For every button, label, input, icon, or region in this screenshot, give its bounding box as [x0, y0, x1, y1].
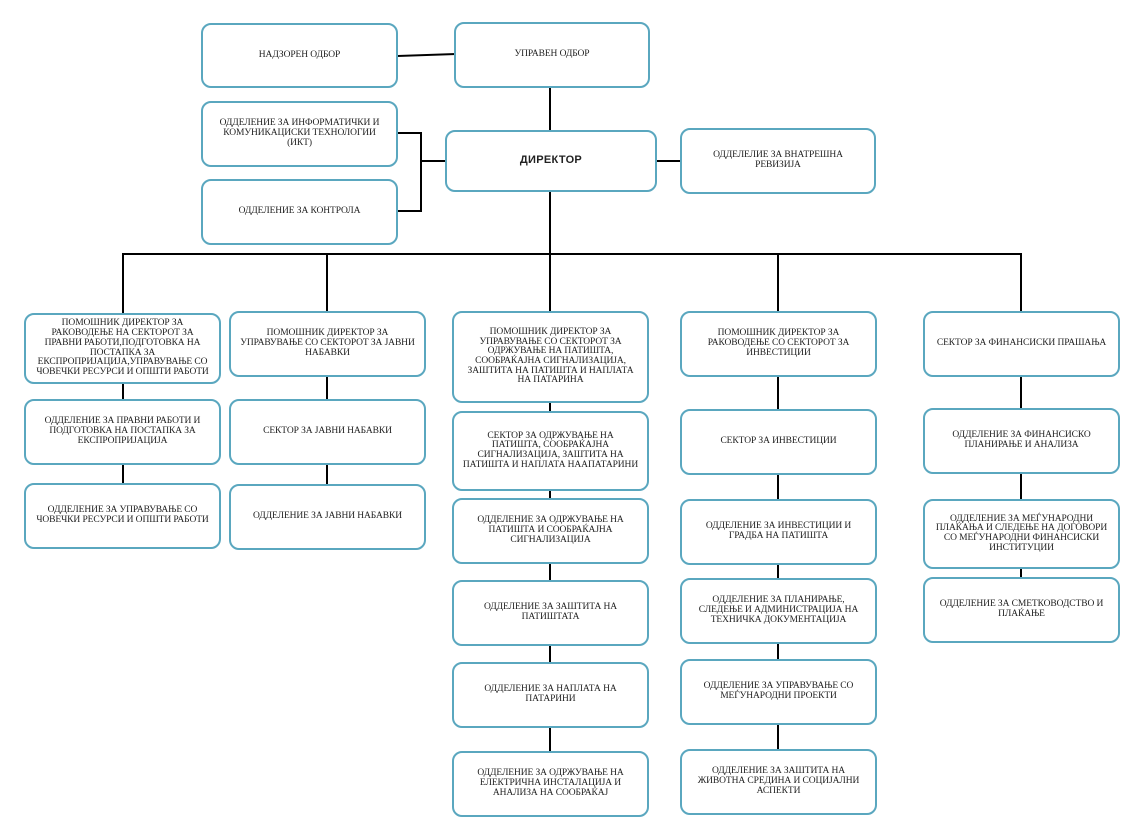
col4-item-label: ОДДЕЛЕНИЕ ЗА ИНВЕСТИЦИИ И ГРАДБА НА ПАТИ… — [705, 521, 852, 541]
col1-item-box: ОДДЕЛЕНИЕ ЗА УПРАВУВАЊЕ СО ЧОВЕЧКИ РЕСУР… — [24, 483, 221, 549]
col4-head-label: ПОМОШНИК ДИРЕКТОР ЗА РАКОВОДЕЊЕ СО СЕКТО… — [707, 328, 850, 358]
col2-item-box: СЕКТОР ЗА ЈАВНИ НАБАВКИ — [229, 399, 426, 465]
col4-item-box: СЕКТОР ЗА ИНВЕСТИЦИИ — [680, 409, 877, 475]
connector-supervisory-management — [396, 52, 457, 58]
management-board-box: УПРАВЕН ОДБОР — [454, 22, 650, 88]
col5-head-label: СЕКТОР ЗА ФИНАНСИСКИ ПРАШАЊА — [936, 338, 1107, 349]
col3-item-label: ОДДЕЛЕНИЕ ЗА НАПЛАТА НА ПАТАРИНИ — [484, 684, 617, 704]
it-dept-box: ОДДЕЛЕНИЕ ЗА ИНФОРМАТИЧКИ И КОМУНИКАЦИСК… — [201, 101, 398, 167]
col5-item-label: ОДДЕЛЕНИЕ ЗА СМЕТКОВОДСТВО И ПЛАЌАЊЕ — [939, 599, 1104, 619]
col2-head-label: ПОМОШНИК ДИРЕКТОР ЗА УПРАВУВАЊЕ СО СЕКТО… — [240, 328, 415, 358]
col3-item-label: СЕКТОР ЗА ОДРЖУВАЊЕ НА ПАТИШТА, СООБРАЌА… — [462, 430, 639, 470]
col3-head-label: ПОМОШНИК ДИРЕКТОР ЗА УПРАВУВАЊЕ СО СЕКТО… — [467, 326, 634, 386]
col1-head-label: ПОМОШНИК ДИРЕКТОР ЗА РАКОВОДЕЊЕ НА СЕКТО… — [36, 318, 209, 377]
management-board-label: УПРАВЕН ОДБОР — [514, 49, 590, 60]
col3-item-box: ОДДЕЛЕНИЕ ЗА ОДРЖУВАЊЕ НА ЕЛЕКТРИЧНА ИНС… — [452, 751, 649, 817]
col5-item-label: ОДДЕЛЕНИЕ ЗА МЕЃУНАРОДНИ ПЛАЌАЊА И СЛЕДЕ… — [935, 513, 1108, 553]
col5-item-label: ОДДЕЛЕНИЕ ЗА ФИНАНСИСКО ПЛАНИРАЊЕ И АНАЛ… — [952, 430, 1091, 450]
col3-head-box: ПОМОШНИК ДИРЕКТОР ЗА УПРАВУВАЊЕ СО СЕКТО… — [452, 311, 649, 403]
it-dept-label: ОДДЕЛЕНИЕ ЗА ИНФОРМАТИЧКИ И КОМУНИКАЦИСК… — [219, 118, 380, 148]
audit-dept-label: ОДДЕЛЕЛИЕ ЗА ВНАТРЕШНА РЕВИЗИЈА — [713, 150, 843, 170]
director-box: ДИРЕКТОР — [445, 130, 657, 192]
col4-item-box: ОДДЕЛЕНИЕ ЗА ИНВЕСТИЦИИ И ГРАДБА НА ПАТИ… — [680, 499, 877, 565]
supervisory-board-box: НАДЗОРЕН ОДБОР — [201, 23, 398, 88]
col4-item-box: ОДДЕЛЕНИЕ ЗА ПЛАНИРАЊЕ, СЛЕДЕЊЕ И АДМИНИ… — [680, 578, 877, 644]
col1-head-box: ПОМОШНИК ДИРЕКТОР ЗА РАКОВОДЕЊЕ НА СЕКТО… — [24, 313, 221, 384]
col2-item-label: ОДДЕЛЕНИЕ ЗА ЈАВНИ НАБАВКИ — [252, 511, 402, 522]
col1-item-label: ОДДЕЛЕНИЕ ЗА УПРАВУВАЊЕ СО ЧОВЕЧКИ РЕСУР… — [36, 505, 209, 525]
col1-item-label: ОДДЕЛЕНИЕ ЗА ПРАВНИ РАБОТИ И ПОДГОТОВКА … — [44, 416, 201, 446]
col4-head-box: ПОМОШНИК ДИРЕКТОР ЗА РАКОВОДЕЊЕ СО СЕКТО… — [680, 311, 877, 377]
col3-item-box: ОДДЕЛЕНИЕ ЗА ЗАШТИТА НА ПАТИШТАТА — [452, 580, 649, 646]
col5-head-box: СЕКТОР ЗА ФИНАНСИСКИ ПРАШАЊА — [923, 311, 1120, 377]
col4-item-box: ОДДЕЛЕНИЕ ЗА ЗАШТИТА НА ЖИВОТНА СРЕДИНА … — [680, 749, 877, 815]
audit-dept-box: ОДДЕЛЕЛИЕ ЗА ВНАТРЕШНА РЕВИЗИЈА — [680, 128, 876, 194]
col4-item-label: СЕКТОР ЗА ИНВЕСТИЦИИ — [720, 436, 837, 447]
col3-item-box: ОДДЕЛЕНИЕ ЗА НАПЛАТА НА ПАТАРИНИ — [452, 662, 649, 728]
control-dept-box: ОДДЕЛЕНИЕ ЗА КОНТРОЛА — [201, 179, 398, 245]
col5-item-box: ОДДЕЛЕНИЕ ЗА МЕЃУНАРОДНИ ПЛАЌАЊА И СЛЕДЕ… — [923, 499, 1120, 569]
supervisory-board-label: НАДЗОРЕН ОДБОР — [258, 49, 341, 60]
col5-item-box: ОДДЕЛЕНИЕ ЗА ФИНАНСИСКО ПЛАНИРАЊЕ И АНАЛ… — [923, 408, 1120, 474]
col5-item-box: ОДДЕЛЕНИЕ ЗА СМЕТКОВОДСТВО И ПЛАЌАЊЕ — [923, 577, 1120, 643]
col2-head-box: ПОМОШНИК ДИРЕКТОР ЗА УПРАВУВАЊЕ СО СЕКТО… — [229, 311, 426, 377]
col3-item-box: СЕКТОР ЗА ОДРЖУВАЊЕ НА ПАТИШТА, СООБРАЌА… — [452, 411, 649, 491]
director-label: ДИРЕКТОР — [519, 154, 583, 167]
col3-item-label: ОДДЕЛЕНИЕ ЗА ОДРЖУВАЊЕ НА ПАТИШТА И СООБ… — [477, 515, 624, 545]
col3-item-label: ОДДЕЛЕНИЕ ЗА ЗАШТИТА НА ПАТИШТАТА — [483, 602, 618, 622]
col4-item-label: ОДДЕЛЕНИЕ ЗА ЗАШТИТА НА ЖИВОТНА СРЕДИНА … — [697, 766, 860, 796]
col4-item-label: ОДДЕЛЕНИЕ ЗА ПЛАНИРАЊЕ, СЛЕДЕЊЕ И АДМИНИ… — [698, 595, 859, 625]
col2-item-label: СЕКТОР ЗА ЈАВНИ НАБАВКИ — [263, 426, 392, 437]
col3-item-label: ОДДЕЛЕНИЕ ЗА ОДРЖУВАЊЕ НА ЕЛЕКТРИЧНА ИНС… — [477, 768, 624, 798]
control-dept-label: ОДДЕЛЕНИЕ ЗА КОНТРОЛА — [238, 206, 361, 217]
col2-item-box: ОДДЕЛЕНИЕ ЗА ЈАВНИ НАБАВКИ — [229, 484, 426, 550]
col4-item-box: ОДДЕЛЕНИЕ ЗА УПРАВУВАЊЕ СО МЕЃУНАРОДНИ П… — [680, 659, 877, 725]
col3-item-box: ОДДЕЛЕНИЕ ЗА ОДРЖУВАЊЕ НА ПАТИШТА И СООБ… — [452, 498, 649, 564]
col1-item-box: ОДДЕЛЕНИЕ ЗА ПРАВНИ РАБОТИ И ПОДГОТОВКА … — [24, 399, 221, 465]
col4-item-label: ОДДЕЛЕНИЕ ЗА УПРАВУВАЊЕ СО МЕЃУНАРОДНИ П… — [703, 681, 854, 701]
